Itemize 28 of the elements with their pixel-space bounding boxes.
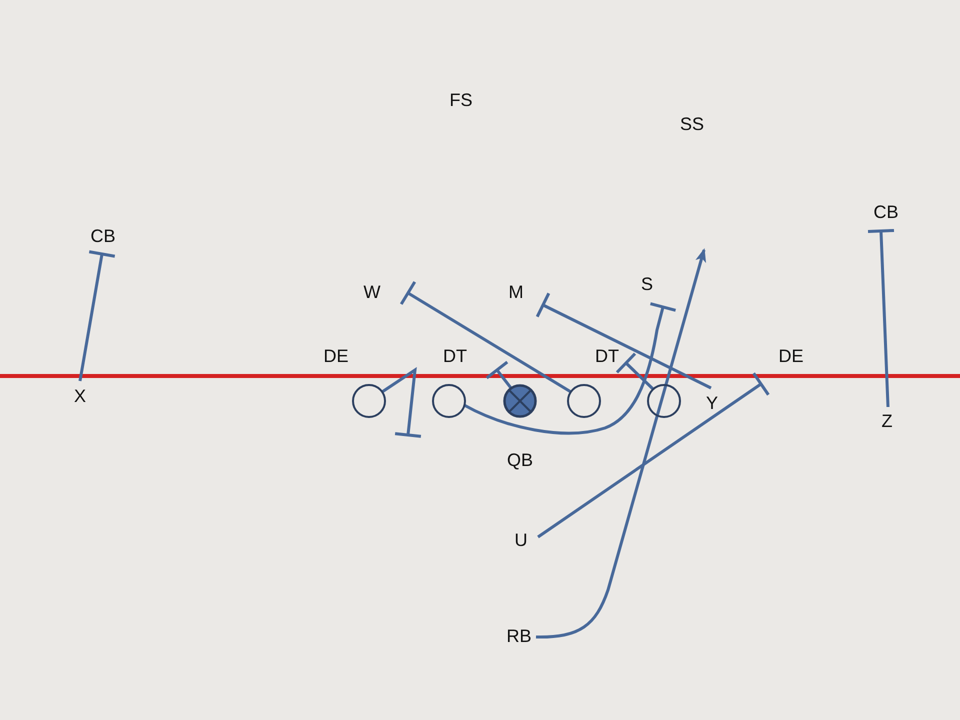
player-label: Z [882, 412, 892, 430]
player-label: CB [90, 227, 116, 245]
player-label: DE [778, 347, 804, 365]
block-line [78, 250, 116, 382]
player-label: U [514, 531, 528, 549]
position-label: DE [324, 347, 348, 365]
player-label: M [508, 283, 524, 301]
position-label: QB [507, 451, 533, 469]
player-label: W [364, 283, 380, 301]
player-label: Y [706, 394, 718, 412]
player-label: DT [443, 347, 467, 365]
player-label: CB [874, 203, 898, 221]
block-line [485, 360, 512, 389]
position-label: FS [450, 91, 472, 109]
position-label: SS [680, 115, 704, 133]
block-line [536, 292, 712, 390]
block-line [866, 228, 896, 408]
block-line [615, 352, 654, 390]
player-label: RB [506, 627, 532, 645]
player-label: X [74, 387, 86, 405]
center-circle [503, 384, 537, 418]
block-line [400, 280, 572, 394]
player-label: DT [595, 347, 619, 365]
block-line [381, 366, 422, 438]
block-line [537, 372, 770, 538]
route-arrow [536, 248, 706, 638]
block-line [463, 302, 678, 435]
player-label: S [641, 275, 653, 293]
